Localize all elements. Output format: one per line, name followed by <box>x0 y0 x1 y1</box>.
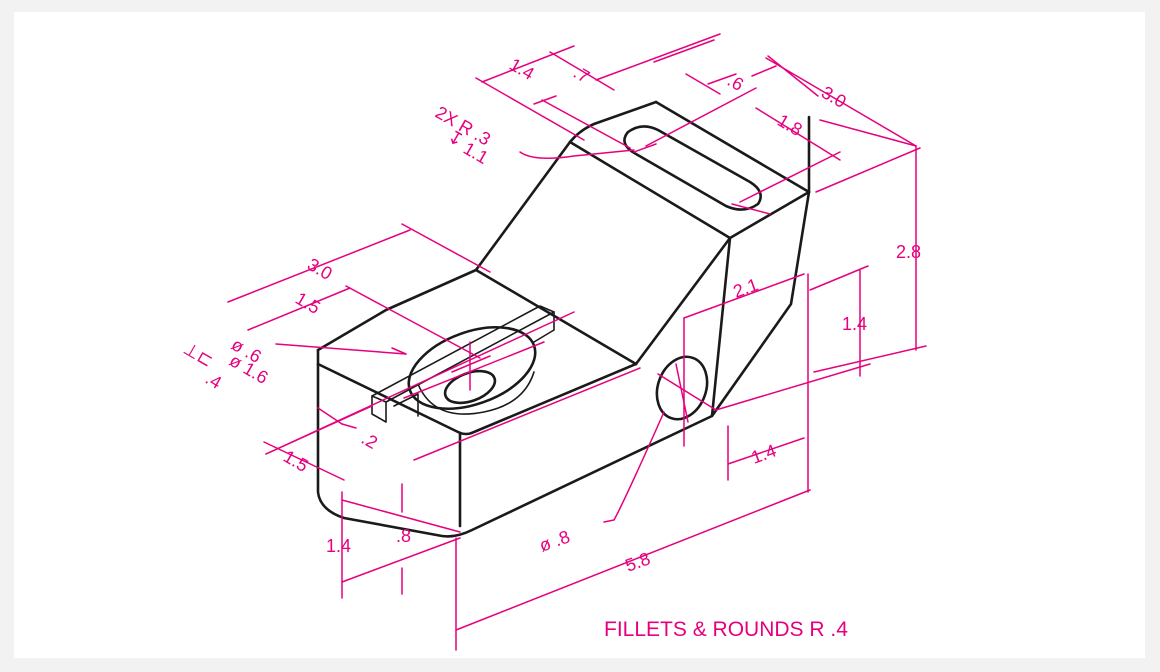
drawing-sheet: 1.4 .7 .6 3.0 1.8 2X R .3 ↧ 1.1 2.8 2.1 … <box>14 12 1145 658</box>
dim-front-1-5: 1.5 <box>280 446 312 476</box>
dim-hole-offset-1-4: 1.4 <box>749 440 779 467</box>
dim-top-1-4: 1.4 <box>506 54 538 84</box>
object-outline <box>316 100 811 538</box>
dim-groove-0-2: .2 <box>358 428 381 453</box>
dim-top-3-0: 3.0 <box>818 82 850 112</box>
fillet-note: FILLETS & ROUNDS R .4 <box>604 618 848 641</box>
dim-front-0-8: .8 <box>396 526 411 546</box>
dim-front-1-4: 1.4 <box>326 536 351 556</box>
dim-hole-height-1-4: 1.4 <box>842 314 867 334</box>
isometric-drawing: 1.4 .7 .6 3.0 1.8 2X R .3 ↧ 1.1 2.8 2.1 … <box>180 33 927 651</box>
dim-hole-dia: ø .8 <box>537 526 573 555</box>
top-slot <box>623 125 762 211</box>
dim-2-1: 2.1 <box>731 274 761 301</box>
dimension-lines <box>227 33 927 651</box>
dim-base-3-0: 3.0 <box>304 254 336 284</box>
dim-base-1-5: 1.5 <box>292 288 324 318</box>
dim-length-5-8: 5.8 <box>623 548 653 575</box>
counterbore-symbol-icon: ⊥⊏ <box>180 338 217 371</box>
side-hole <box>655 355 709 421</box>
dim-height-2-8: 2.8 <box>896 242 921 262</box>
dim-cbore-depth: .4 <box>202 368 225 393</box>
dim-slot-radius: 2X R .3 <box>432 102 494 149</box>
dim-top-0-6: .6 <box>724 70 747 95</box>
